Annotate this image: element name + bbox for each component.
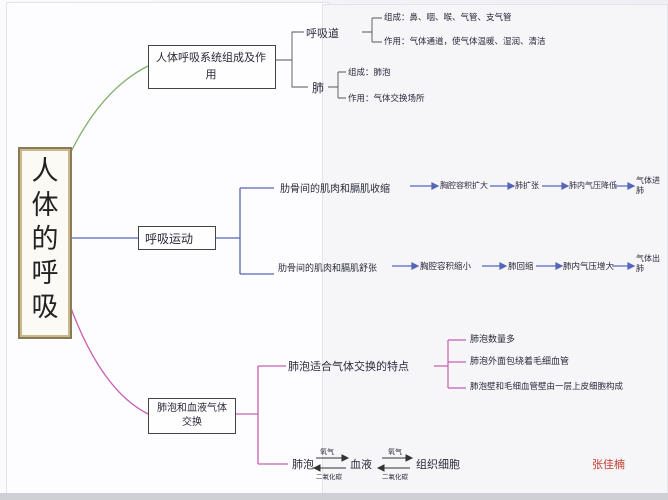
connector-branch3-split [236, 365, 288, 465]
exchange-oxygen-2: 氧气 [388, 448, 402, 456]
exhale-step3: 肺内气压增大 [563, 262, 615, 272]
inhale-result: 气体进肺 [636, 176, 660, 195]
connector-root-branch1 [67, 65, 149, 159]
branch1-box: 人体呼吸系统组成及作用 [148, 45, 276, 89]
connector-tract-split [362, 17, 382, 43]
root-label: 人体的呼吸 [31, 156, 59, 323]
feature-2: 肺泡外面包绕着毛细血管 [470, 357, 570, 367]
branch1-title: 人体呼吸系统组成及作用 [156, 51, 266, 81]
exhale-step2: 肺回缩 [508, 262, 534, 272]
exchange-tissue: 组织细胞 [416, 458, 460, 471]
branch3-title: 肺泡和血液气体交换 [157, 403, 227, 428]
feature-3: 肺泡壁和毛细血管壁由一层上皮细胞构成 [470, 382, 624, 392]
tract-composition: 组成：鼻、咽、喉、气管、支气管 [384, 13, 512, 23]
connector-features-split [434, 339, 466, 389]
inhale-step3: 肺内气压降低 [569, 181, 617, 190]
exhale-step1: 胸腔容积缩小 [420, 262, 472, 272]
lung-label: 肺 [312, 81, 325, 95]
connector-branch2-split [216, 187, 274, 275]
exhale-cause: 肋骨间的肌肉和膈肌舒张 [278, 264, 378, 274]
connector-branch1-lung [291, 60, 308, 88]
respiratory-tract-label: 呼吸道 [306, 27, 339, 40]
branch2-title: 呼吸运动 [145, 232, 194, 246]
inhale-step1: 胸腔容积扩大 [440, 181, 488, 190]
exchange-blood: 血液 [350, 458, 372, 471]
feature-1: 肺泡数量多 [470, 335, 516, 345]
exchange-alveoli: 肺泡 [292, 458, 314, 471]
branch3-box: 肺泡和血液气体交换 [148, 398, 236, 434]
tract-function: 作用：气体通道，使气体温暖、湿润、清洁 [384, 37, 546, 47]
connector-lung-split [328, 71, 346, 99]
inhale-step2: 肺扩张 [515, 181, 539, 190]
lung-function: 作用：气体交换场所 [348, 94, 425, 104]
branch2-box: 呼吸运动 [138, 226, 216, 250]
exchange-co2-1: 二氧化碳 [316, 473, 342, 481]
exhale-arrows [392, 262, 636, 270]
exchange-oxygen-1: 氧气 [320, 448, 334, 456]
connector-branch1-tract [276, 31, 304, 61]
inhale-cause: 肋骨间的肌肉和膈肌收缩 [280, 184, 390, 195]
connector-root-branch3 [67, 299, 149, 415]
signature: 张佳楠 [592, 458, 625, 471]
paper-sheet-right [322, 4, 668, 496]
features-heading: 肺泡适合气体交换的特点 [288, 360, 409, 373]
exchange-co2-2: 二氧化碳 [382, 473, 408, 481]
exchange-arrows [312, 454, 414, 472]
inhale-arrows [410, 182, 636, 190]
table-edge [0, 493, 668, 500]
root-node: 人体的呼吸 [18, 147, 72, 339]
exhale-result: 气体出肺 [636, 254, 660, 273]
lung-composition: 组成：肺泡 [348, 68, 391, 78]
